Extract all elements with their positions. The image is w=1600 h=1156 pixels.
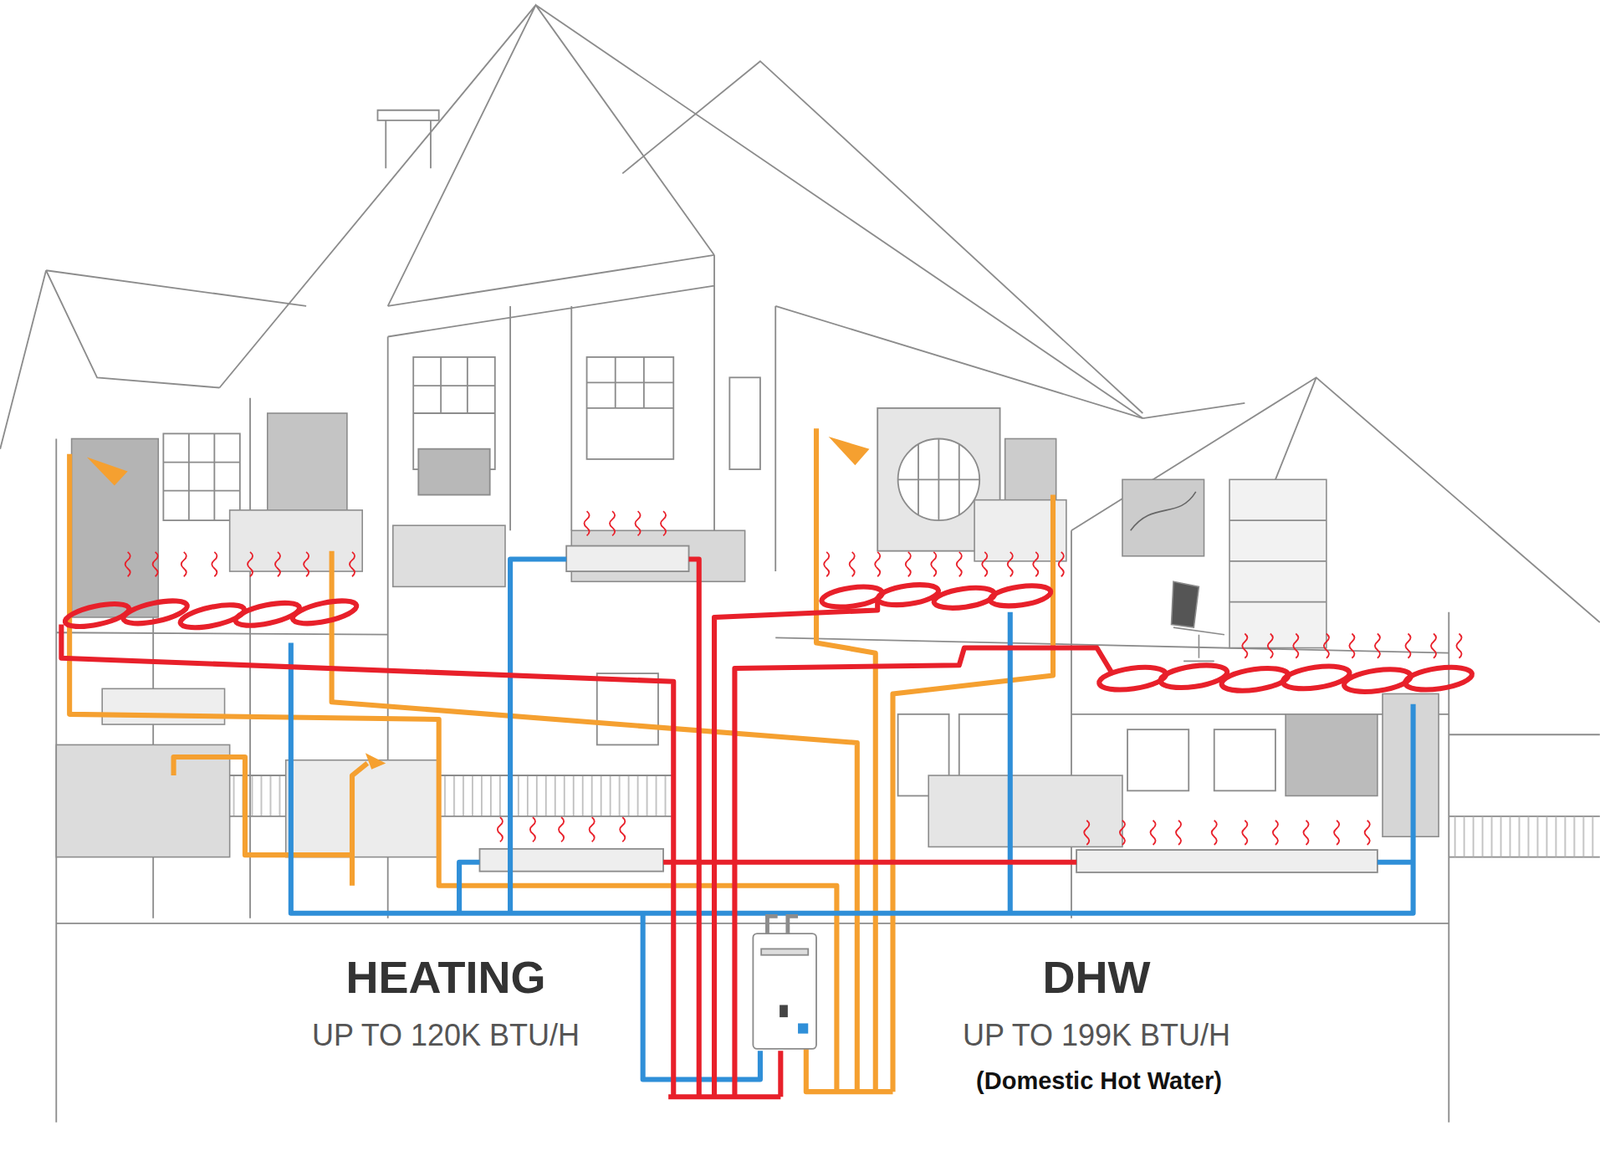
subtitle-note: (Domestic Hot Water) (976, 1068, 1222, 1095)
furniture (56, 413, 1439, 858)
hot-water-pipe (806, 1045, 894, 1092)
dresser (393, 525, 506, 587)
floor-loop (820, 583, 885, 611)
window-grid (587, 357, 675, 409)
tv-cabinet (1285, 714, 1378, 797)
window-shade (418, 449, 490, 496)
floor-loop (63, 599, 132, 632)
section-heading: HEATING (346, 952, 547, 1002)
shelves (1229, 520, 1327, 603)
baseboard-heater (1076, 849, 1378, 873)
return-pipe (1377, 859, 1414, 865)
window (163, 433, 240, 521)
return-pipe (1007, 612, 1013, 914)
shower-wall (71, 439, 159, 618)
capacity-note: UP TO 199K BTU/H (962, 1018, 1231, 1053)
floor-loop (932, 584, 997, 612)
shower-head (365, 752, 386, 770)
floor-loop (988, 582, 1053, 609)
window (1127, 729, 1189, 791)
heater-display (779, 1004, 788, 1018)
heat-wave (497, 817, 625, 842)
floor-loop (1281, 662, 1351, 692)
heater-button (797, 1022, 808, 1033)
supply-pipe (61, 623, 674, 1097)
capacity-note: UP TO 120K BTU/H (311, 1018, 580, 1053)
range-hood (102, 688, 225, 725)
tv (1122, 479, 1205, 556)
window-grid (898, 439, 981, 522)
kitchen-counter (56, 744, 230, 857)
supply-pipe (668, 1050, 781, 1097)
return-pipe (459, 862, 480, 914)
walls (56, 255, 1449, 1123)
floor-loop (1404, 663, 1474, 693)
window-grid (413, 357, 496, 414)
heat-wave (823, 552, 1064, 577)
return-pipe (510, 558, 567, 913)
red-pipes (61, 558, 1112, 1097)
headboard (267, 413, 348, 526)
shower-heads (86, 436, 870, 770)
baseboard-heater (566, 546, 689, 572)
floor-loop (1220, 664, 1290, 695)
heater-body (752, 933, 817, 1049)
floor-loop (291, 596, 359, 629)
supply-pipe (663, 859, 1077, 865)
house-outline (0, 5, 1600, 1123)
hot-water-pipe (816, 428, 876, 1092)
vent-pipes (766, 915, 798, 934)
baseboards (479, 546, 1377, 873)
blue-pipes (291, 558, 1414, 1079)
bookcase (1229, 479, 1327, 648)
round-window (898, 439, 981, 522)
return-pipe (291, 642, 1414, 913)
window (597, 673, 659, 745)
window (587, 357, 675, 460)
heat-wave (1242, 633, 1462, 658)
supply-pipe (689, 558, 700, 1097)
heat-wave (1083, 820, 1370, 845)
section-heading: DHW (1042, 952, 1151, 1002)
window (729, 377, 761, 470)
baseboard-heater (479, 848, 664, 872)
hot-water-pipe (332, 551, 858, 1092)
office-chair (1170, 581, 1224, 661)
chimney (378, 110, 440, 169)
bed (230, 510, 363, 572)
orange-pipes (69, 428, 1054, 1092)
floor-loop (1159, 661, 1229, 691)
tv-screen (1130, 491, 1197, 531)
shower-head (86, 456, 128, 486)
hot-water-pipe (173, 756, 369, 886)
floor-loop (233, 598, 302, 630)
heat-wave (584, 511, 667, 536)
heat-wave (125, 552, 355, 577)
floor-loop (876, 581, 941, 609)
heater-panel (761, 948, 808, 955)
heat-waves (125, 511, 1462, 845)
floor-loop (1342, 665, 1412, 696)
window (1214, 729, 1276, 791)
porch-railing (1448, 816, 1600, 858)
island (286, 760, 440, 858)
sofa (928, 775, 1123, 847)
hot-water-pipe (69, 454, 837, 1092)
water-heater (752, 915, 817, 1049)
radiant-loops (63, 581, 1474, 696)
supply-pipe (714, 597, 878, 1098)
window-grid (163, 433, 240, 521)
floor-loop (1098, 663, 1168, 693)
shower-head (828, 436, 870, 466)
floor-lines (56, 632, 1449, 924)
